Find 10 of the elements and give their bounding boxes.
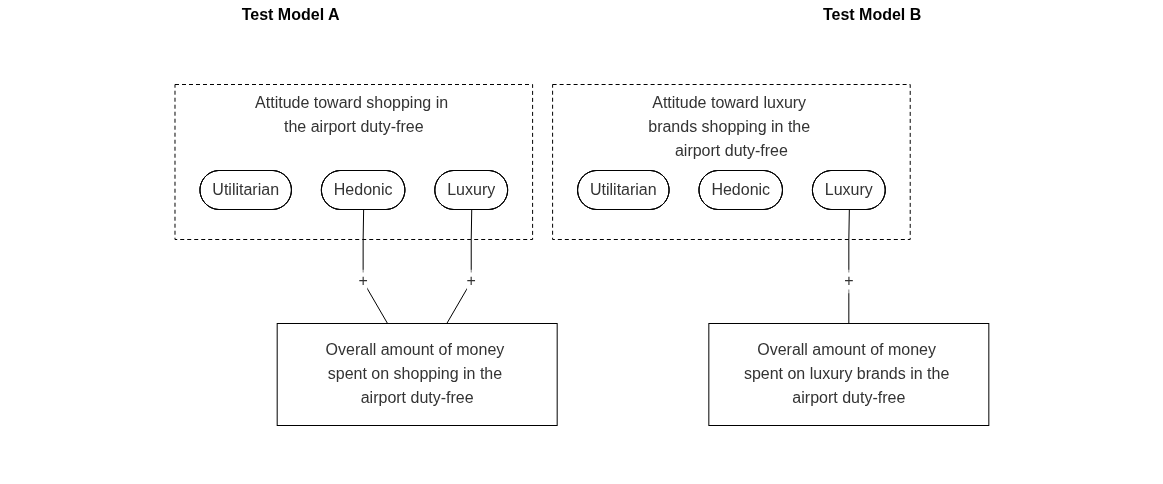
edge-label: +	[466, 272, 476, 290]
edge-label: +	[843, 272, 854, 290]
model-heading: Test Model A	[241, 6, 340, 24]
connector	[847, 209, 850, 324]
model-heading: Test Model B	[822, 6, 922, 24]
node-box: Overall amount of money spent on shopping in the airport duty-free	[276, 323, 558, 426]
connector	[445, 209, 472, 324]
edge-label: +	[358, 272, 368, 290]
node-box: Overall amount of money spent on luxury brands in the airport duty-free	[707, 323, 989, 426]
connector	[362, 209, 388, 324]
